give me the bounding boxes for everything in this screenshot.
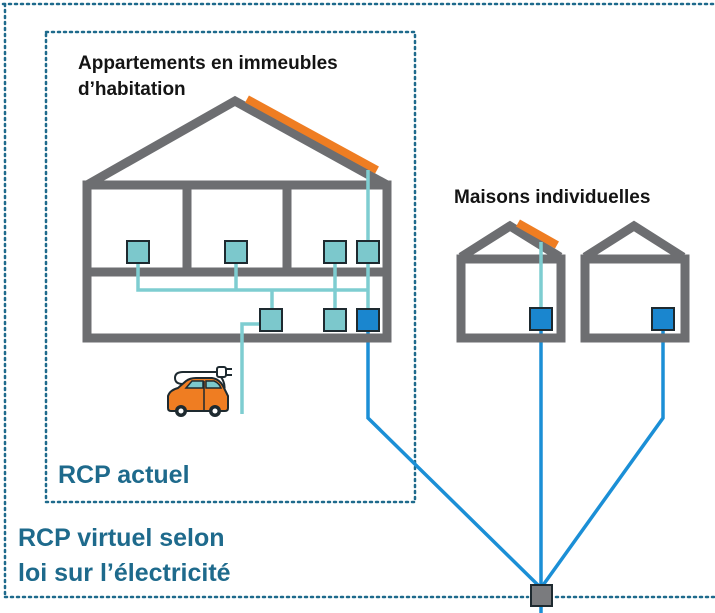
solar-panel-icon <box>245 95 379 174</box>
meter-icon <box>356 240 380 264</box>
main-meter-icon <box>356 308 380 332</box>
rcp-virtual-label-line1: RCP virtuel selon <box>18 524 225 552</box>
rcp-current-label: RCP actuel <box>58 461 190 489</box>
houses-title: Maisons individuelles <box>454 187 650 208</box>
meter-icon <box>126 240 150 264</box>
house-icon <box>456 220 566 343</box>
internal-wiring <box>136 170 370 414</box>
house-icon <box>580 220 690 343</box>
meter-icon <box>224 240 248 264</box>
rcp-virtual-label-line2: loi sur l’électricité <box>18 559 231 587</box>
apartments-title-line2: d’habitation <box>78 79 186 100</box>
meter-icon <box>323 240 347 264</box>
main-meter-icon <box>529 307 553 331</box>
current-rcp-boundary <box>44 30 417 504</box>
virtual-rcp-boundary <box>1 2 715 599</box>
grid-wires <box>366 329 665 613</box>
meter-icon <box>259 308 283 332</box>
apartment-building-icon <box>82 95 392 343</box>
electric-car-icon <box>167 366 232 417</box>
apartments-title-line1: Appartements en immeubles <box>78 53 338 74</box>
plug-icon <box>216 366 227 378</box>
apartment-meters <box>126 240 380 332</box>
meter-icon <box>323 308 347 332</box>
main-meter-icon <box>651 307 675 331</box>
solar-panel-icon <box>516 219 559 249</box>
grid-connection-icon <box>530 584 553 607</box>
